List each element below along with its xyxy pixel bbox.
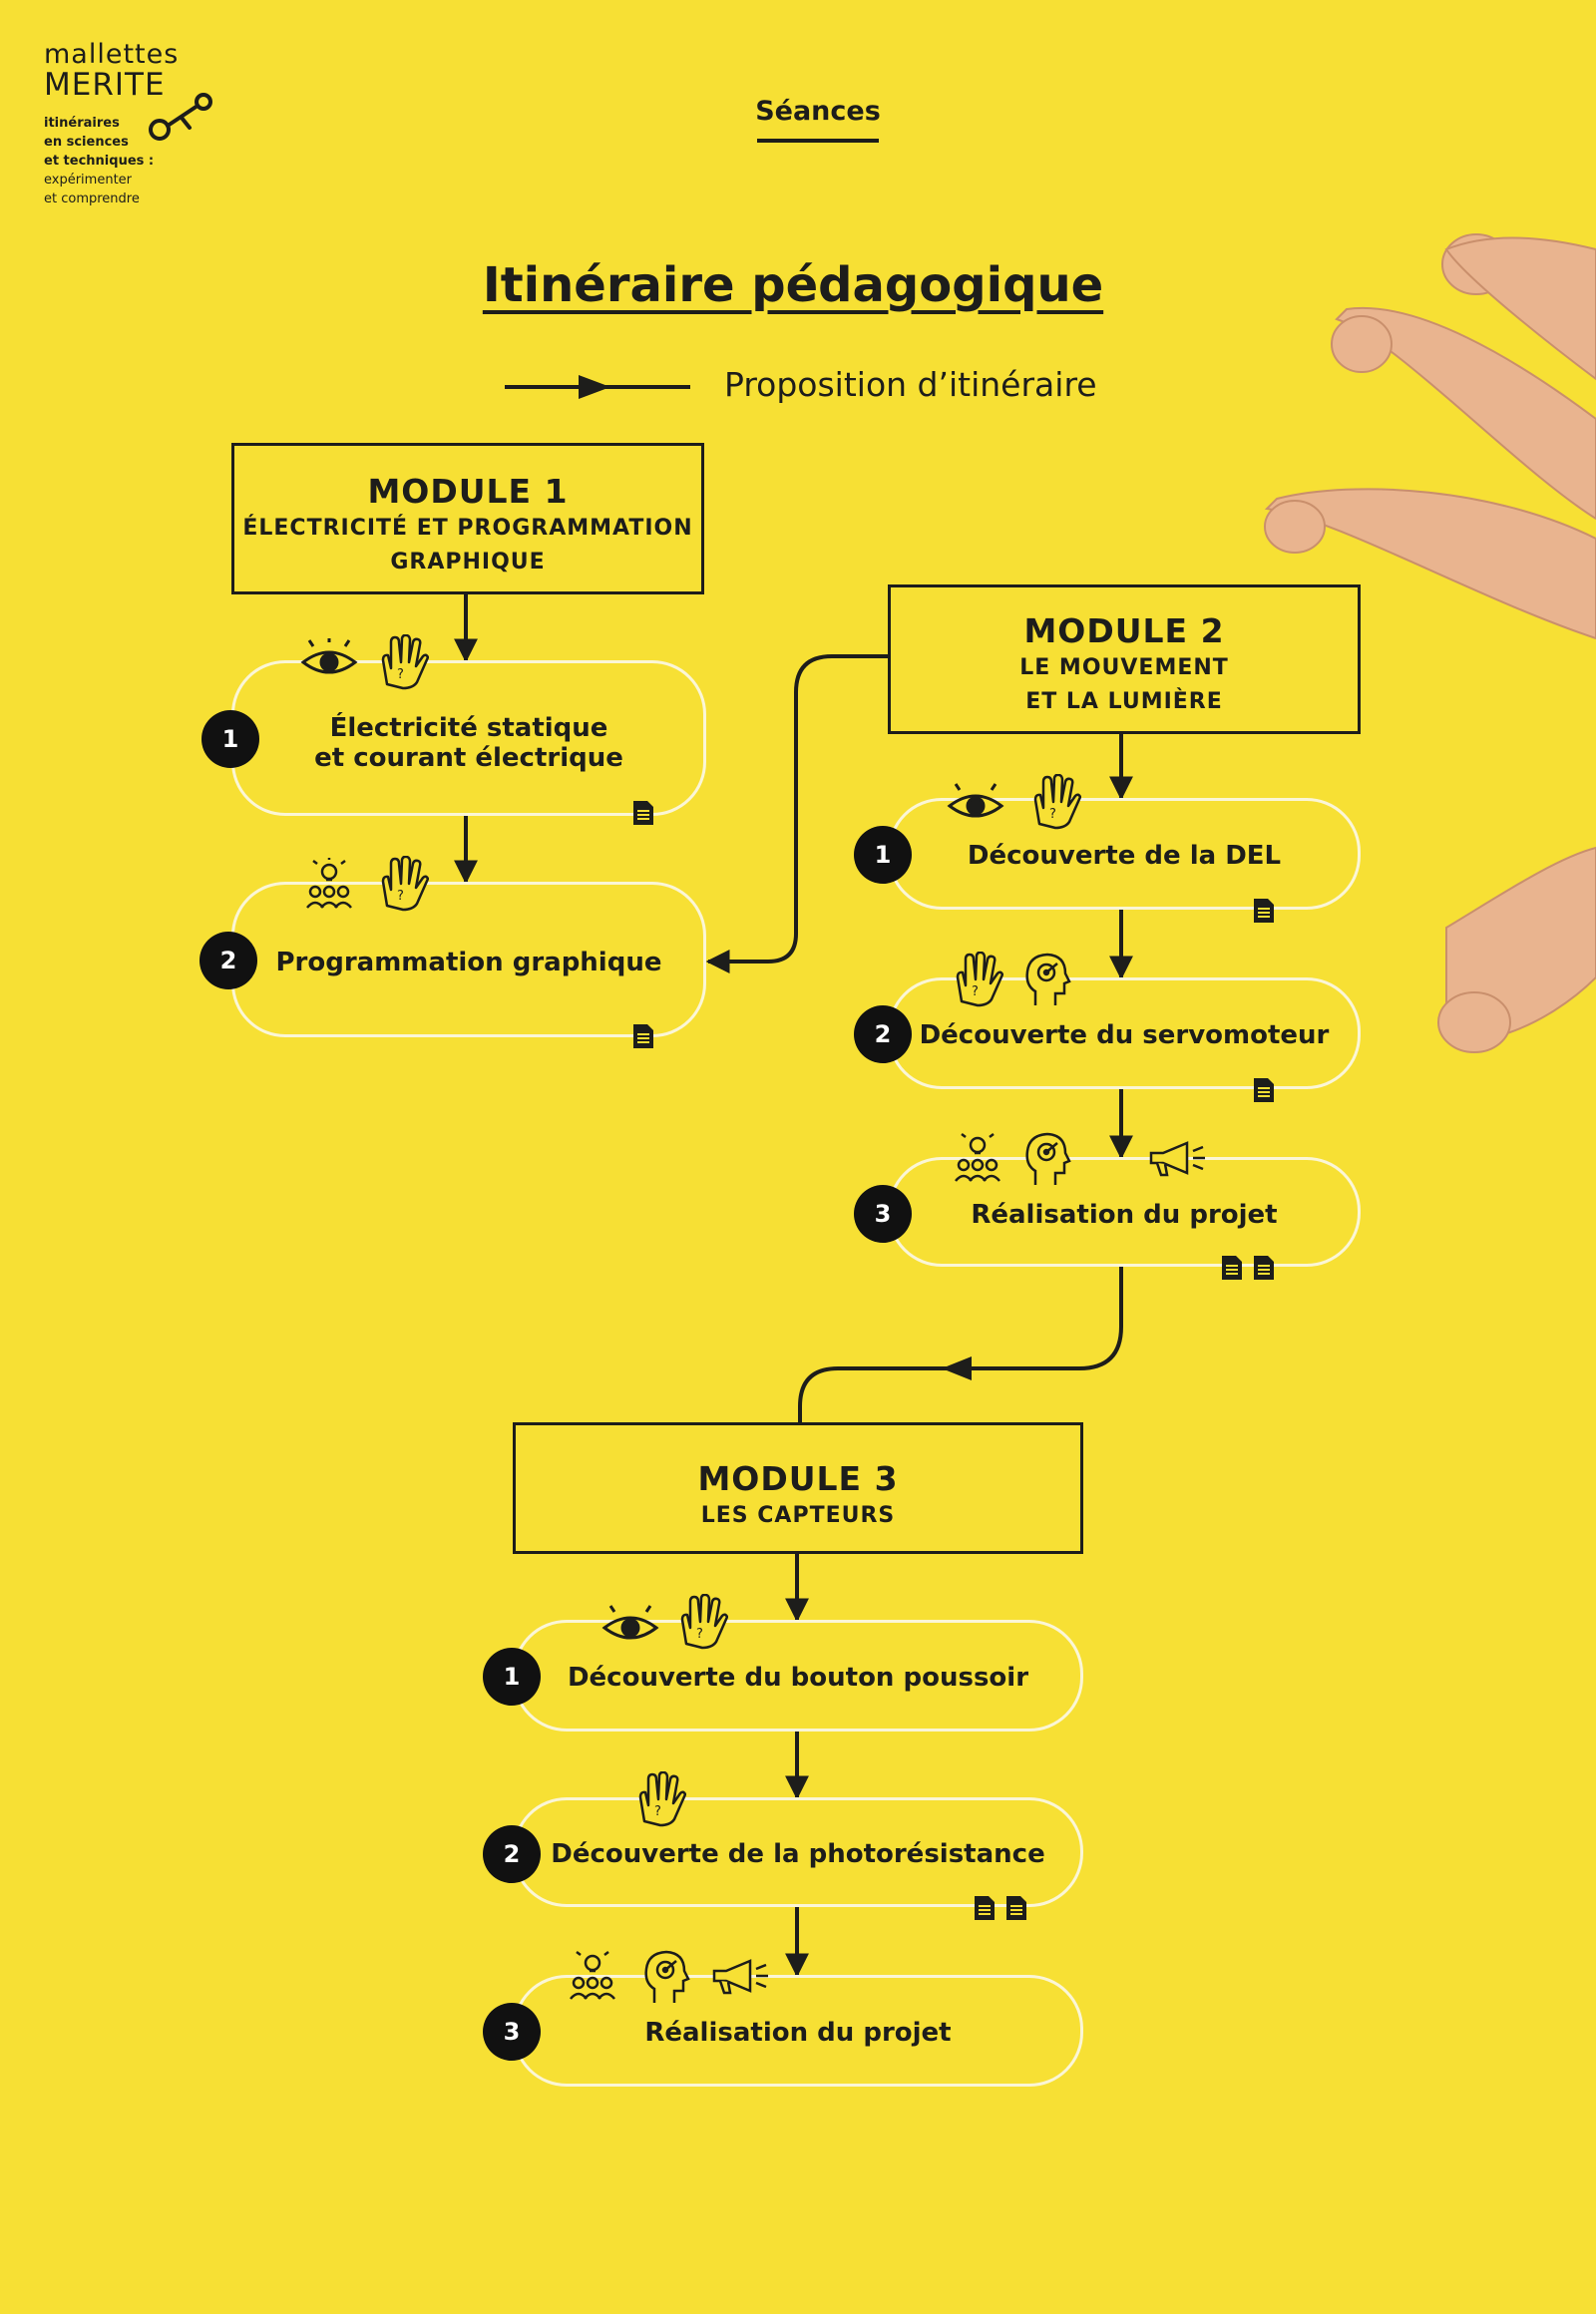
megaphone-icon [1149,1141,1205,1177]
hand-photo [1264,233,1596,1053]
session-label: Programmation graphique [275,948,662,977]
document-icon[interactable] [1005,1895,1027,1921]
session-number-badge: 3 [854,1185,912,1243]
eye-icon [947,783,1004,818]
document-icon[interactable] [1253,898,1275,924]
module-subtitle: ET LA LUMIÈRE [1025,689,1223,714]
session-number-badge: 1 [854,826,912,884]
document-icon[interactable] [632,800,654,826]
module-title: MODULE 1 [367,472,569,511]
module-title: MODULE 2 [1023,611,1225,650]
session-m2-3[interactable]: Réalisation du projet [888,1157,1361,1267]
session-m2-2[interactable]: Découverte du servomoteur [888,977,1361,1089]
eye-icon [300,638,358,674]
hand-question-icon: ? [638,1771,686,1827]
session-label: Découverte de la photorésistance [551,1839,1045,1869]
session-number-badge: 3 [483,2003,541,2061]
svg-text:?: ? [696,1627,703,1642]
svg-text:?: ? [654,1804,661,1819]
hand-question-icon: ? [381,634,429,690]
logo-key-icon [149,93,212,141]
module-subtitle: ÉLECTRICITÉ ET PROGRAMMATION [242,516,693,541]
module-3-box[interactable]: MODULE 3 LES CAPTEURS [513,1422,1083,1554]
head-target-icon [1025,953,1071,1005]
module-2-box[interactable]: MODULE 2 LE MOUVEMENT ET LA LUMIÈRE [888,584,1361,734]
svg-text:?: ? [1049,807,1056,822]
hand-question-icon: ? [956,952,1003,1007]
megaphone-icon [712,1959,768,1995]
session-m1-1[interactable]: Électricité statique et courant électriq… [231,660,706,816]
head-target-icon [1025,1132,1071,1185]
session-m3-2[interactable]: Découverte de la photorésistance [513,1797,1083,1907]
group-idea-icon [306,858,352,909]
document-icon[interactable] [1221,1255,1243,1281]
document-icon[interactable] [974,1895,996,1921]
group-idea-icon [570,1951,615,2000]
session-m3-1[interactable]: Découverte du bouton poussoir [513,1620,1083,1732]
module-subtitle: LE MOUVEMENT [1019,655,1229,680]
session-number-badge: 2 [483,1825,541,1883]
session-number-badge: 1 [201,710,259,768]
module-subtitle: GRAPHIQUE [390,550,546,575]
svg-text:?: ? [397,667,404,682]
head-target-icon [644,1950,690,2003]
hand-question-icon: ? [680,1594,728,1650]
session-label: Découverte du servomoteur [919,1020,1330,1050]
svg-text:?: ? [397,889,404,904]
session-m3-3[interactable]: Réalisation du projet [513,1975,1083,2087]
svg-text:?: ? [972,984,979,999]
logo-brand: mallettes [44,39,180,70]
legend-label: Proposition d’itinéraire [724,365,1097,404]
session-number-badge: 2 [200,932,257,989]
eye-icon [601,1605,659,1640]
session-m1-2[interactable]: Programmation graphique [231,882,706,1037]
module-subtitle: LES CAPTEURS [700,1503,896,1528]
hand-question-icon: ? [381,856,429,912]
session-number-badge: 1 [483,1648,541,1706]
document-icon[interactable] [1253,1077,1275,1103]
hand-question-icon: ? [1033,774,1081,830]
session-label: Réalisation du projet [644,2018,952,2048]
session-label: Découverte de la DEL [967,841,1282,871]
nav-underline [757,139,879,143]
page-title: Itinéraire pédagogique [482,257,1104,313]
session-label: Réalisation du projet [971,1200,1278,1230]
session-label: Électricité statique et courant électriq… [314,713,623,773]
module-1-box[interactable]: MODULE 1 ÉLECTRICITÉ ET PROGRAMMATION GR… [231,443,704,594]
session-number-badge: 2 [854,1005,912,1063]
nav-seances-link[interactable]: Séances [755,96,881,127]
module-title: MODULE 3 [697,1459,899,1498]
document-icon[interactable] [632,1023,654,1049]
group-idea-icon [955,1133,1000,1182]
session-m2-1[interactable]: Découverte de la DEL [888,798,1361,910]
document-icon[interactable] [1253,1255,1275,1281]
session-label: Découverte du bouton poussoir [567,1663,1029,1693]
logo-tagline: itinéraires en sciences et techniques : … [44,116,155,206]
merite-logo[interactable]: mallettes MERITE itinéraires en sciences… [44,40,179,208]
logo-name: MERITE [44,67,166,103]
